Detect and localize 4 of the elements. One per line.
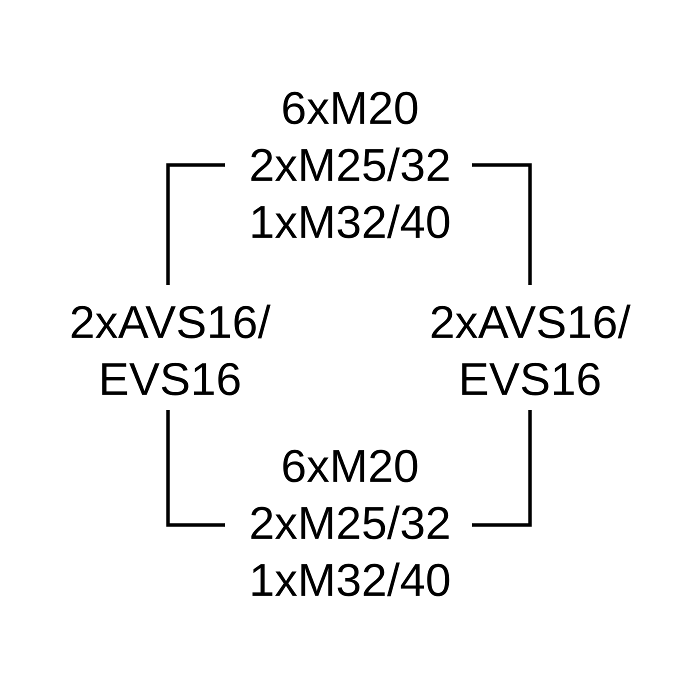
side-label: 2xAVS16/ EVS16 [432,304,631,396]
side-label: 2xAVS16/ EVS16 [72,304,271,396]
side-label: 6xM20 2xM25/32 1xM32/40 [251,92,450,238]
side-label: 6xM20 2xM25/32 1xM32/40 [251,450,450,596]
